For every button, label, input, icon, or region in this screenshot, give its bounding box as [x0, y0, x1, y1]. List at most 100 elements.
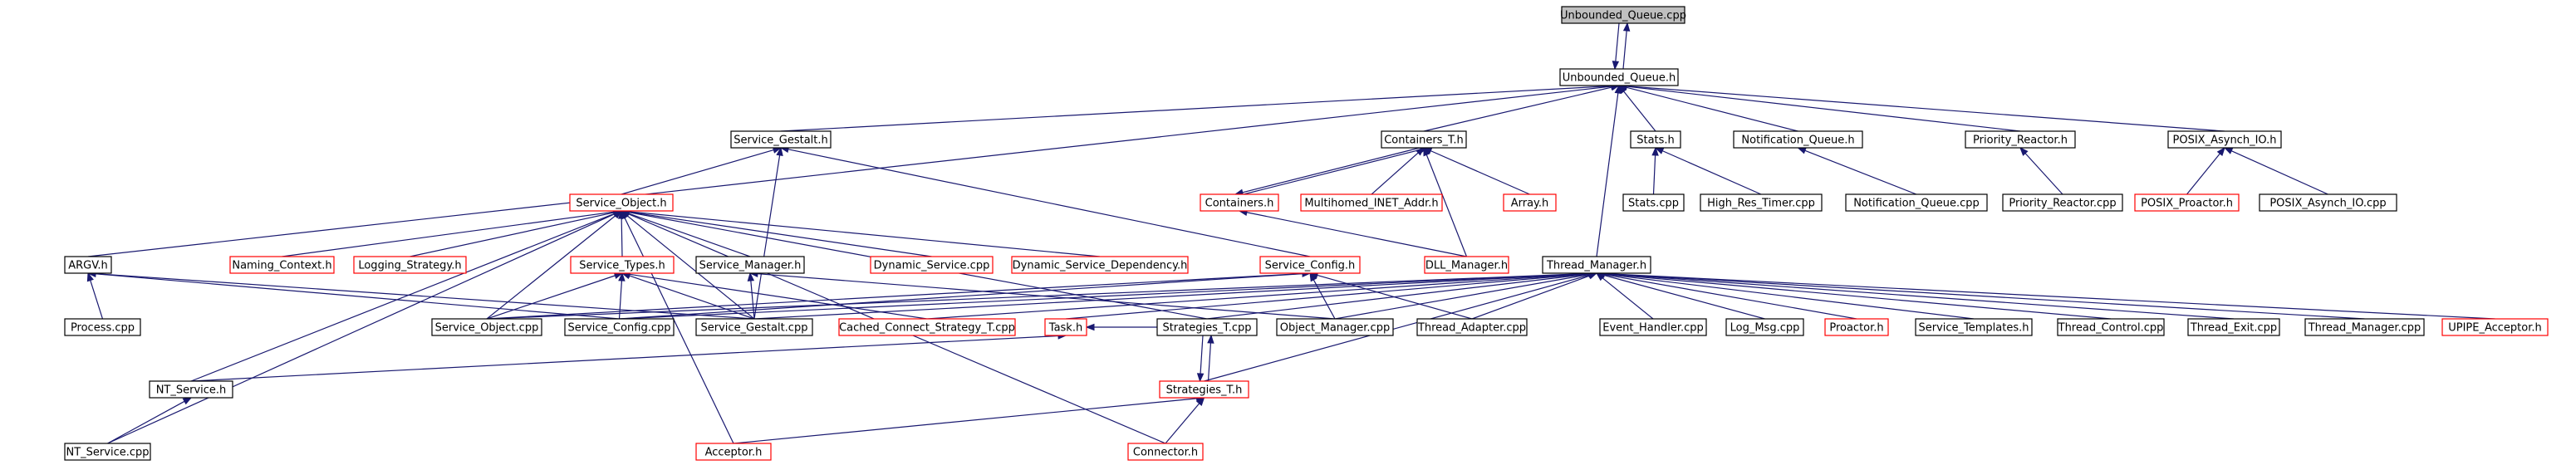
- arrowhead-prio_h: [2019, 146, 2029, 156]
- node-sobj-cpp[interactable]: Service_Object.cpp: [431, 318, 542, 336]
- node-box: [1965, 130, 2076, 149]
- node-thrmgr-h[interactable]: Thread_Manager.h: [1542, 256, 1651, 274]
- node-svctmpl-h[interactable]: Service_Templates.h: [1915, 318, 2033, 336]
- node-label: NT_Service.h: [156, 384, 227, 397]
- arrowhead-ubq_h: [1614, 84, 1622, 94]
- node-stratT-cpp[interactable]: Strategies_T.cpp: [1156, 318, 1258, 336]
- edge-dll_h-to-cont_h: [1246, 212, 1467, 257]
- node-proactor-h[interactable]: Proactor.h: [1824, 318, 1889, 336]
- edge-gestalt_h-to-ubq_h: [780, 85, 1612, 132]
- node-label: Thread_Adapter.cpp: [1417, 322, 1526, 335]
- node-sobj-h[interactable]: Service_Object.h: [569, 193, 674, 212]
- node-task-h[interactable]: Task.h: [1044, 318, 1087, 336]
- node-dyndep-h[interactable]: Dynamic_Service_Dependency.h: [1011, 256, 1189, 274]
- node-ntsvc-cpp[interactable]: NT_Service.cpp: [64, 443, 151, 461]
- node-sconf-cpp[interactable]: Service_Config.cpp: [564, 318, 675, 336]
- node-label: DLL_Manager.h: [1425, 260, 1508, 272]
- node-prio-cpp[interactable]: Priority_Reactor.cpp: [2002, 193, 2123, 212]
- edge-logstrat_h-to-sobj_h: [410, 212, 615, 257]
- node-thrctl-cpp[interactable]: Thread_Control.cpp: [2057, 318, 2165, 336]
- edge-sgest_cpp-to-sobj_h: [626, 215, 755, 320]
- edge-svctmpl_h-to-thrmgr_h: [1603, 273, 1975, 320]
- edge-stypes_h-to-sobj_h: [621, 218, 623, 257]
- edge-ntsvc_h-to-sobj_h: [190, 213, 615, 382]
- node-threxit-cpp[interactable]: Thread_Exit.cpp: [2187, 318, 2280, 336]
- node-dynsvc-cpp[interactable]: Dynamic_Service.cpp: [870, 256, 994, 274]
- edge-connector_h-to-stratT_h: [1165, 403, 1200, 444]
- node-notq-h[interactable]: Notification_Queue.h: [1733, 130, 1863, 149]
- node-ccs-cpp[interactable]: Cached_Connect_Strategy_T.cpp: [838, 318, 1016, 336]
- node-sconf-h[interactable]: Service_Config.h: [1259, 256, 1361, 274]
- node-ubq-cpp[interactable]: Unbounded_Queue.cpp: [1560, 6, 1686, 24]
- node-label: Strategies_T.h: [1166, 384, 1243, 397]
- node-naming-h[interactable]: Naming_Context.h: [229, 256, 335, 274]
- node-array-h[interactable]: Array.h: [1503, 193, 1557, 212]
- node-label: Notification_Queue.cpp: [1853, 198, 1980, 210]
- node-label: Thread_Exit.cpp: [2190, 322, 2277, 335]
- edge-ubq_cpp-to-ubq_h: [1615, 22, 1620, 62]
- node-contT-h[interactable]: Containers_T.h: [1381, 130, 1467, 149]
- edge-multi_h-to-contT_h: [1371, 152, 1419, 195]
- node-acceptor-h[interactable]: Acceptor.h: [695, 443, 772, 461]
- edge-proactor_h-to-thrmgr_h: [1603, 273, 1857, 320]
- node-label: Proactor.h: [1829, 322, 1883, 335]
- node-label: Cached_Connect_Strategy_T.cpp: [839, 322, 1015, 335]
- node-label: Containers.h: [1205, 198, 1274, 210]
- edge-ntsvc_cpp-to-sobj_h: [107, 213, 616, 444]
- node-prio-h[interactable]: Priority_Reactor.h: [1965, 130, 2076, 149]
- node-upipe-h[interactable]: UPIPE_Acceptor.h: [2441, 318, 2549, 336]
- node-label: Connector.h: [1133, 447, 1198, 459]
- node-objmgr-cpp[interactable]: Object_Manager.cpp: [1276, 318, 1394, 336]
- node-box: [149, 380, 233, 399]
- edge-sobj_cpp-to-thrmgr_h: [486, 272, 1590, 320]
- node-box: [1824, 318, 1889, 336]
- node-ubq-h[interactable]: Unbounded_Queue.h: [1559, 68, 1679, 86]
- node-posix-h[interactable]: POSIX_Asynch_IO.h: [2167, 130, 2282, 149]
- node-cont-h[interactable]: Containers.h: [1200, 193, 1279, 212]
- node-smgr-h[interactable]: Service_Manager.h: [695, 256, 805, 274]
- edge-sgest_cpp-to-argv_h: [95, 273, 755, 320]
- node-box: [229, 256, 335, 274]
- node-label: Process.cpp: [71, 322, 135, 335]
- node-posix-cpp[interactable]: POSIX_Asynch_IO.cpp: [2259, 193, 2397, 212]
- edge-sconf_h-to-gestalt_h: [788, 149, 1311, 257]
- node-notq-cpp[interactable]: Notification_Queue.cpp: [1845, 193, 1988, 212]
- node-label: POSIX_Proactor.h: [2141, 198, 2233, 210]
- node-stats-h[interactable]: Stats.h: [1630, 130, 1681, 149]
- arrowhead-stratT_h: [1196, 396, 1205, 406]
- node-argv-h[interactable]: ARGV.h: [64, 256, 112, 274]
- node-ntsvc-h[interactable]: NT_Service.h: [149, 380, 233, 399]
- edge-sconf_cpp-to-argv_h: [95, 273, 620, 320]
- node-label: Strategies_T.cpp: [1162, 322, 1251, 335]
- node-sgest-cpp[interactable]: Service_Gestalt.cpp: [695, 318, 813, 336]
- node-process-cpp[interactable]: Process.cpp: [64, 318, 141, 336]
- node-stypes-h[interactable]: Service_Types.h: [570, 256, 675, 274]
- edge-sconf_cpp-to-stypes_h: [618, 280, 623, 320]
- edge-posix_cpp-to-posix_h: [2230, 150, 2328, 195]
- node-pproactor-h[interactable]: POSIX_Proactor.h: [2134, 193, 2240, 212]
- node-multi-h[interactable]: Multihomed_INET_Addr.h: [1300, 193, 1443, 212]
- node-hrt-cpp[interactable]: High_Res_Timer.cpp: [1700, 193, 1823, 212]
- node-connector-h[interactable]: Connector.h: [1127, 443, 1204, 461]
- node-label: Containers_T.h: [1384, 135, 1464, 147]
- node-evh-cpp[interactable]: Event_Handler.cpp: [1599, 318, 1707, 336]
- arrowhead-smgr_h: [747, 272, 755, 281]
- edge-ubq_h-to-ubq_cpp: [1622, 30, 1627, 70]
- node-logmsg-cpp[interactable]: Log_Msg.cpp: [1725, 318, 1804, 336]
- node-stratT-h[interactable]: Strategies_T.h: [1159, 380, 1249, 399]
- node-box: [1200, 193, 1279, 212]
- node-thrmgr-cpp[interactable]: Thread_Manager.cpp: [2304, 318, 2425, 336]
- node-thradapt-cpp[interactable]: Thread_Adapter.cpp: [1416, 318, 1528, 336]
- edge-cont_h-to-contT_h: [1243, 149, 1421, 195]
- node-dll-h[interactable]: DLL_Manager.h: [1424, 256, 1509, 274]
- node-logstrat-h[interactable]: Logging_Strategy.h: [353, 256, 467, 274]
- node-box: [1503, 193, 1557, 212]
- arrowhead-contT_h: [1423, 146, 1430, 157]
- edge-thrmgr_cpp-to-thrmgr_h: [1603, 272, 2365, 320]
- edge-process_cpp-to-argv_h: [90, 280, 104, 320]
- node-gestalt-h[interactable]: Service_Gestalt.h: [730, 130, 832, 149]
- node-box: [1559, 68, 1679, 86]
- edge-stratT_cpp-to-thrmgr_h: [1206, 273, 1590, 320]
- node-stats-cpp[interactable]: Stats.cpp: [1622, 193, 1685, 212]
- node-box: [1276, 318, 1394, 336]
